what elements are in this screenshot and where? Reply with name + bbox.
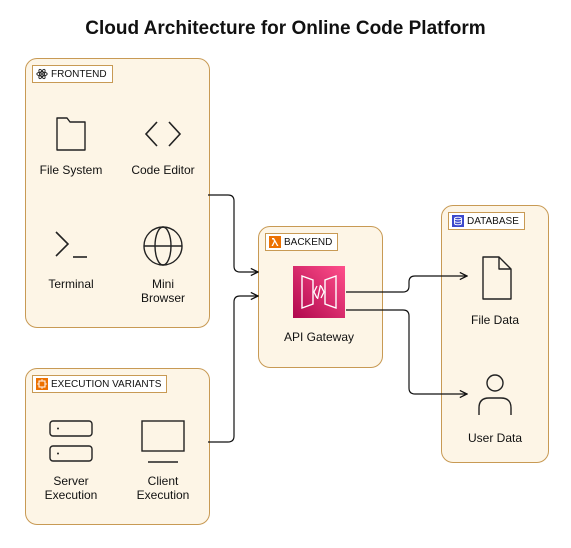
file-data-label: File Data — [470, 313, 520, 327]
compute-icon — [36, 378, 48, 390]
server-execution-node[interactable]: Server Execution — [30, 418, 112, 502]
user-data-node[interactable]: User Data — [455, 372, 535, 445]
diagram-title: Cloud Architecture for Online Code Platf… — [85, 18, 486, 39]
code-editor-label: Code Editor — [131, 163, 195, 177]
frontend-badge: FRONTEND — [32, 65, 113, 83]
backend-badge: BACKEND — [265, 233, 339, 251]
client-execution-node[interactable]: Client Execution — [122, 418, 204, 502]
server-icon — [49, 420, 93, 462]
client-execution-label: Client Execution — [136, 474, 190, 502]
mini-browser-node[interactable]: Mini Browser — [122, 224, 204, 305]
api-gateway-icon — [293, 266, 345, 318]
user-icon — [478, 374, 512, 415]
frontend-panel: FRONTEND — [25, 58, 210, 328]
terminal-prompt-icon — [55, 231, 87, 258]
code-editor-node[interactable]: Code Editor — [122, 114, 204, 177]
api-gateway-label: API Gateway — [283, 330, 355, 344]
execution-badge: EXECUTION VARIANTS — [32, 375, 168, 393]
api-gateway-node[interactable]: API Gateway — [269, 266, 369, 344]
frontend-badge-label: FRONTEND — [51, 68, 107, 80]
database-badge: DATABASE — [448, 212, 525, 230]
frontend-to-gateway-connector — [208, 194, 258, 272]
file-icon — [482, 256, 512, 300]
terminal-node[interactable]: Terminal — [30, 224, 112, 291]
file-system-label: File System — [39, 163, 103, 177]
backend-badge-label: BACKEND — [284, 236, 333, 248]
globe-icon — [143, 226, 183, 266]
mini-browser-label: Mini Browser — [140, 277, 185, 305]
execution-to-gateway-connector — [208, 296, 258, 443]
code-brackets-icon — [144, 121, 182, 147]
execution-badge-label: EXECUTION VARIANTS — [51, 378, 162, 390]
gateway-to-file-data-connector — [346, 276, 467, 293]
lambda-icon — [269, 236, 281, 248]
file-system-node[interactable]: File System — [30, 114, 112, 177]
folder-icon — [56, 117, 86, 151]
react-atom-icon — [36, 68, 48, 80]
database-panel: DATABASE — [441, 205, 549, 463]
server-execution-label: Server Execution — [44, 474, 98, 502]
gateway-to-user-data-connector — [346, 309, 467, 394]
database-icon — [452, 215, 464, 227]
terminal-label: Terminal — [48, 277, 94, 291]
file-data-node[interactable]: File Data — [455, 254, 535, 327]
monitor-icon — [141, 420, 185, 463]
user-data-label: User Data — [467, 431, 523, 445]
database-badge-label: DATABASE — [467, 215, 519, 227]
